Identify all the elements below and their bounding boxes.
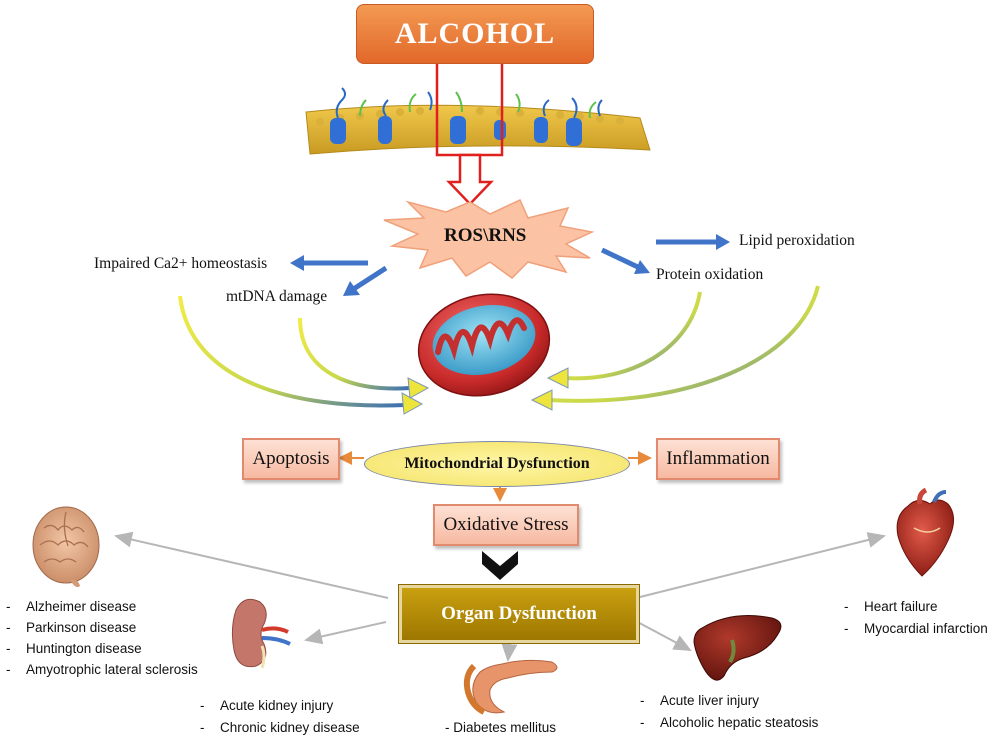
inflammation-box: Inflammation bbox=[656, 438, 780, 480]
yellow-curved-arrows bbox=[178, 285, 820, 408]
list-item: Alcoholic hepatic steatosis bbox=[640, 712, 818, 734]
black-chevron bbox=[482, 551, 518, 580]
orange-arrows bbox=[338, 451, 652, 502]
gray-arrows bbox=[114, 531, 886, 662]
mitochondrial-dysfunction-ellipse: Mitochondrial Dysfunction bbox=[364, 441, 630, 487]
ca-homeostasis-label: Impaired Ca2+ homeostasis bbox=[94, 255, 268, 272]
kidney-disease-list: Acute kidney injury Chronic kidney disea… bbox=[200, 695, 360, 739]
list-item: Acute liver injury bbox=[640, 690, 818, 712]
ros-rns-label: ROS\RNS bbox=[444, 225, 527, 246]
lipid-peroxidation-label: Lipid peroxidation bbox=[739, 232, 855, 249]
brain-image bbox=[32, 506, 100, 588]
brain-disease-list: Alzheimer disease Parkinson disease Hunt… bbox=[6, 596, 198, 680]
alcohol-box: ALCOHOL bbox=[356, 4, 594, 64]
liver-image bbox=[693, 615, 782, 681]
hollow-down-arrow bbox=[446, 153, 494, 206]
pancreas-disease-label: - Diabetes mellitus bbox=[445, 720, 557, 735]
list-item: Heart failure bbox=[844, 596, 988, 618]
list-item: Parkinson disease bbox=[6, 617, 198, 638]
organ-dysfunction-box: Organ Dysfunction bbox=[398, 584, 640, 644]
list-item: Amyotrophic lateral sclerosis bbox=[6, 659, 198, 680]
protein-oxidation-label: Protein oxidation bbox=[656, 266, 764, 283]
heart-image bbox=[896, 487, 954, 577]
list-item: Huntington disease bbox=[6, 638, 198, 659]
list-item: Acute kidney injury bbox=[200, 695, 360, 717]
mitochondrion-image bbox=[417, 293, 551, 397]
kidney-image bbox=[231, 598, 291, 669]
pancreas-image bbox=[463, 659, 558, 715]
apoptosis-box: Apoptosis bbox=[242, 438, 340, 480]
mtdna-damage-label: mtDNA damage bbox=[226, 288, 328, 305]
heart-disease-list: Heart failure Myocardial infarction bbox=[844, 596, 988, 640]
blue-arrows bbox=[290, 234, 730, 296]
ros-starburst bbox=[383, 198, 595, 279]
list-item: Myocardial infarction bbox=[844, 618, 988, 640]
oxidative-stress-box: Oxidative Stress bbox=[433, 504, 579, 546]
liver-disease-list: Acute liver injury Alcoholic hepatic ste… bbox=[640, 690, 818, 734]
list-item: Alzheimer disease bbox=[6, 596, 198, 617]
cell-membrane-image bbox=[305, 87, 651, 155]
list-item: Chronic kidney disease bbox=[200, 717, 360, 739]
